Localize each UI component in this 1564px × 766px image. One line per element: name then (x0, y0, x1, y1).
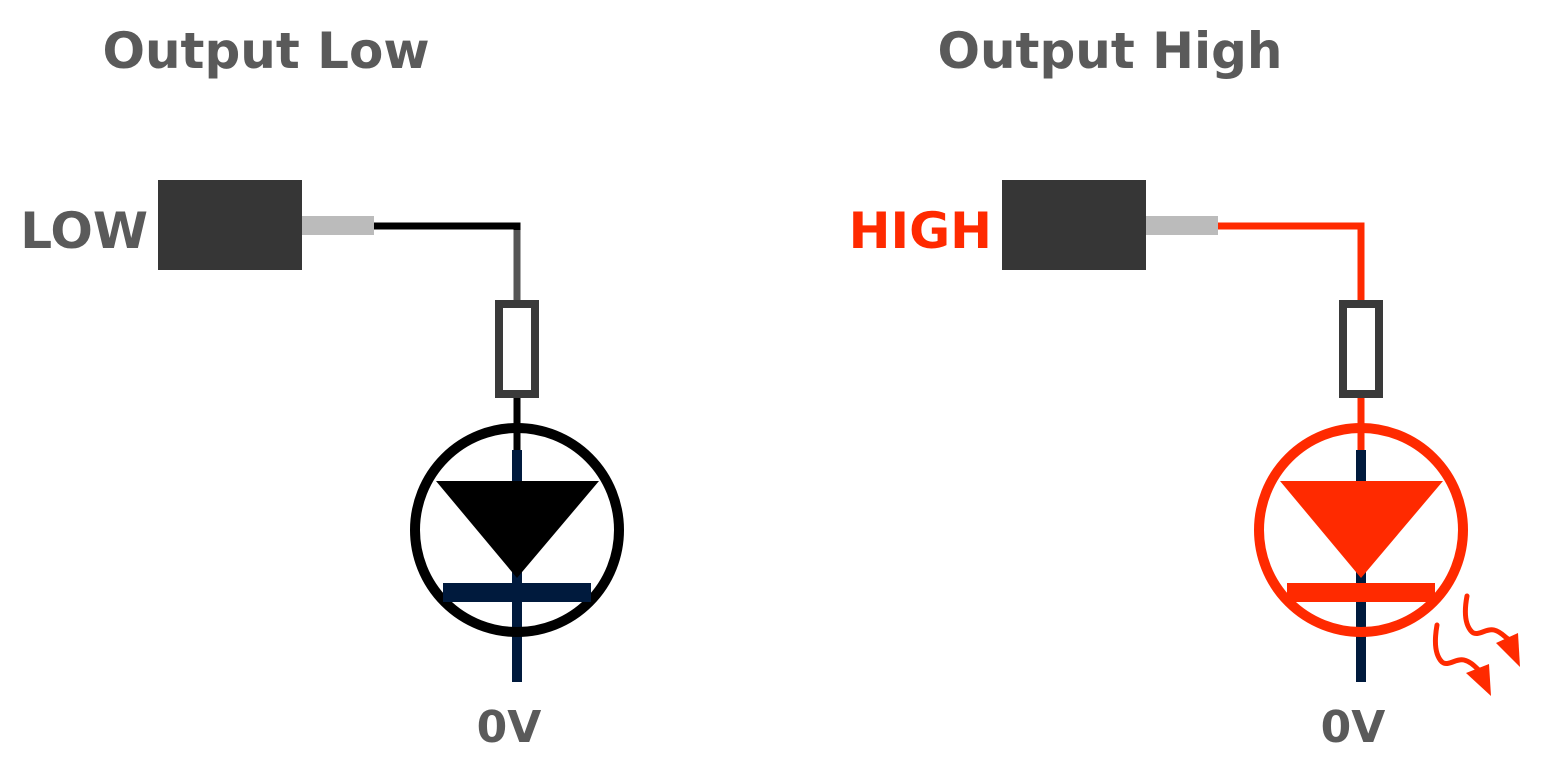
ground-label-low: 0V (477, 702, 542, 753)
led-anode-triangle-high (1280, 481, 1443, 578)
led-anode-triangle-low (436, 481, 599, 578)
panel-title-high: Output High (937, 22, 1282, 80)
state-label-high: HIGH (849, 202, 992, 260)
led-outline-low (410, 423, 624, 637)
light-arrowhead-upper-icon (1496, 633, 1520, 667)
panel-title-low: Output Low (102, 22, 429, 80)
light-arrowhead-lower-icon (1466, 664, 1491, 696)
microcontroller-block-high (1002, 180, 1146, 270)
signal-wire-high (1218, 222, 1365, 230)
panel-output-high: Output High HIGH 0V (849, 22, 1520, 753)
led-outline-high (1254, 423, 1468, 637)
light-ray-lower-icon (1432, 622, 1484, 675)
led-cathode-bar-high (1287, 583, 1435, 602)
signal-wire-low (374, 222, 521, 230)
state-label-low: LOW (20, 202, 148, 260)
resistor-high (1339, 300, 1383, 398)
resistor-low (495, 300, 539, 398)
microcontroller-block-low (158, 180, 302, 270)
light-emission-arrows (1432, 593, 1520, 696)
output-pin-high (1146, 216, 1218, 235)
panel-output-low: Output Low LOW 0V (20, 22, 624, 753)
output-pin-low (302, 216, 374, 235)
light-ray-upper-icon (1462, 593, 1513, 643)
ground-label-high: 0V (1321, 702, 1386, 753)
led-cathode-bar-low (443, 583, 591, 602)
